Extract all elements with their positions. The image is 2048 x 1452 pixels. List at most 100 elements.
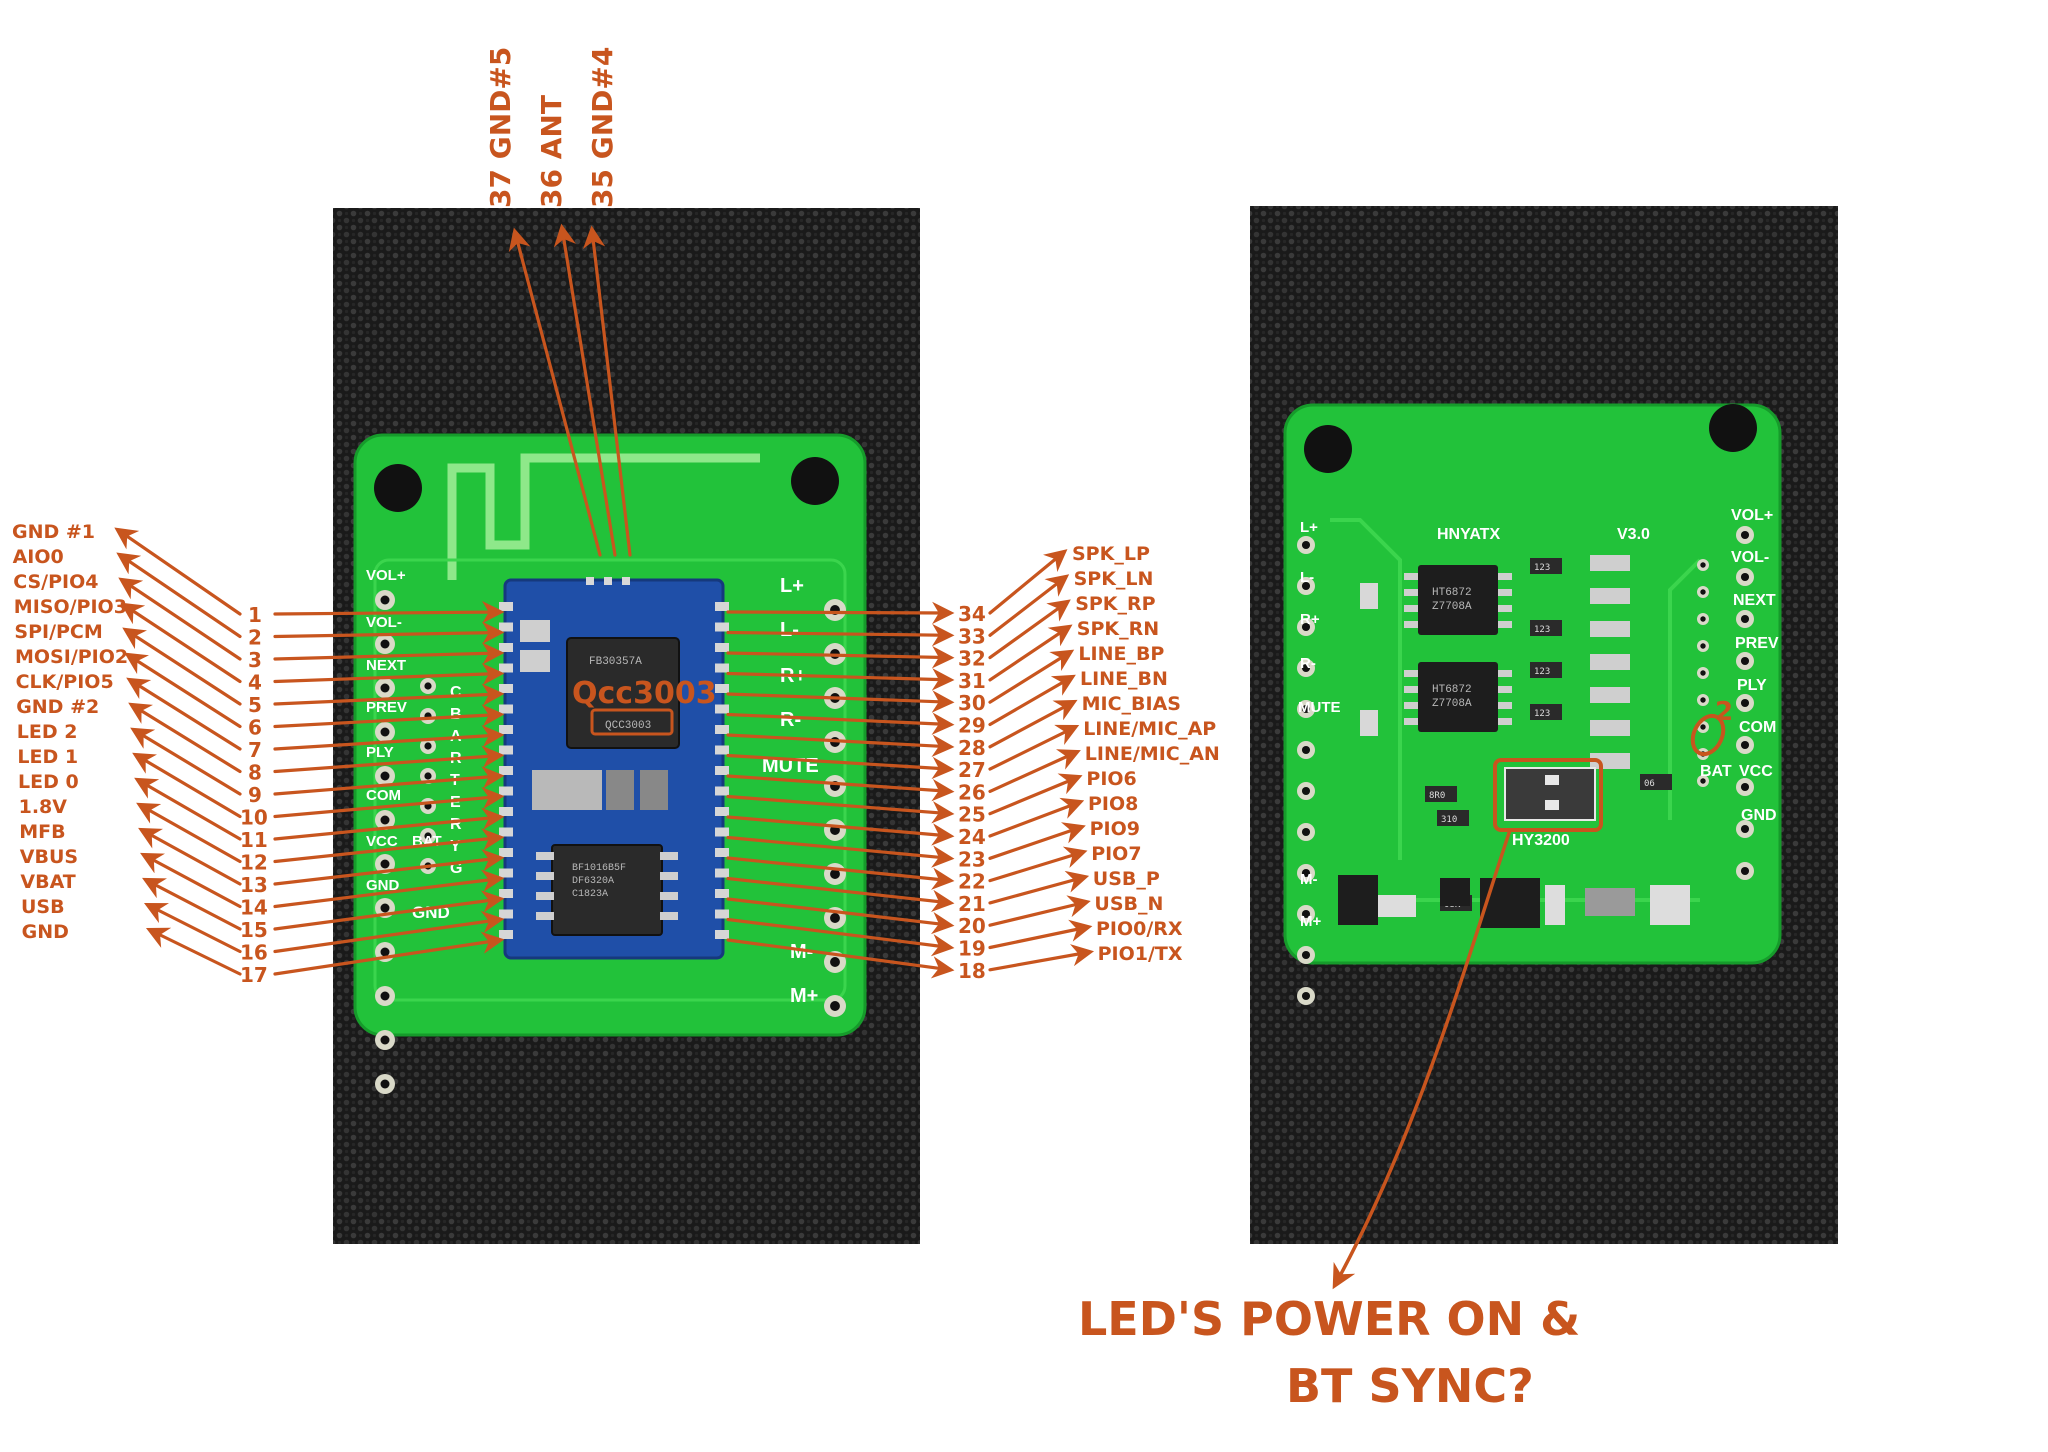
anno-right-number: 30 (958, 691, 986, 715)
anno-right-number: 28 (958, 736, 986, 760)
smd-marking: 123 (1534, 563, 1550, 573)
solder-pad-hole (1301, 786, 1311, 796)
solder-pad-hole (1740, 572, 1750, 582)
anno-left-label: GND #1 (12, 521, 95, 543)
anno-circle-number: 2 (1715, 697, 1733, 727)
solder-pad-hole (1740, 740, 1750, 750)
anno-arrow-right-pin (726, 623, 955, 647)
anno-arrow-right-label (988, 797, 1085, 838)
silk-back-right-3: PREV (1735, 635, 1779, 652)
silk-back-right-1: VOL- (1731, 549, 1769, 566)
anno-right-label: SPK_LN (1074, 568, 1154, 590)
anno-left-label: SPI/PCM (14, 621, 102, 643)
flash-chip (551, 844, 663, 936)
anno-left-number: 14 (240, 896, 268, 920)
solder-pad-hole (1700, 670, 1706, 676)
anno-right-number: 21 (958, 892, 986, 916)
chip-leg (660, 872, 678, 880)
smd-resistor (1437, 810, 1469, 826)
silk-back-left-1: L- (1300, 569, 1314, 586)
anno-arrow-right-label (988, 749, 1081, 794)
anno-arrow-right-pin (726, 856, 955, 890)
silk-back-left-0: L+ (1300, 519, 1318, 536)
anno-arrow-left-label (122, 627, 242, 706)
solder-pad-hole (380, 903, 390, 913)
module-castellation (715, 868, 729, 878)
solder-pad-hole (1700, 778, 1706, 784)
anno-arrow-right-label (988, 574, 1070, 637)
anno-right-label: SPK_RP (1075, 593, 1155, 615)
solder-pad-hole (1740, 698, 1750, 708)
chip-leg (1498, 621, 1512, 628)
side-letter: Y (450, 838, 461, 855)
anno-arrow-right-label (988, 919, 1093, 950)
anno-arrow-left-pin (273, 621, 505, 645)
anno-arrow-left-label (144, 902, 242, 954)
anno-arrow-left-label (128, 702, 242, 774)
anno-bottom-line1: LED'S POWER ON & (1078, 1292, 1580, 1346)
solder-pad-hole (1301, 950, 1311, 960)
mount-hole-icon (1709, 404, 1757, 452)
smd-marking: 123 (1534, 667, 1550, 677)
chip-leg (1498, 702, 1512, 709)
solder-pad-hole (1740, 530, 1750, 540)
module-castellation (715, 622, 729, 632)
anno-arrow-right-pin (726, 601, 955, 625)
module-castellation (715, 848, 729, 857)
solder-pad-hole (830, 1001, 840, 1011)
anno-left-number: 11 (240, 828, 268, 852)
solder-pad-hole (380, 771, 390, 781)
smd-resistor (1640, 774, 1672, 790)
anno-arrow-right-pin (726, 876, 955, 913)
solder-pad-hole (1700, 643, 1706, 649)
solder-pad-hole (830, 957, 840, 967)
solder-pad-hole (424, 682, 432, 690)
silk-back-right-0: VOL+ (1731, 507, 1773, 524)
smd-capacitor (1590, 555, 1630, 571)
solder-pad-hole (380, 947, 390, 957)
solder-pad-hole (1700, 562, 1706, 568)
silk-front-left-0: VOL+ (366, 567, 406, 584)
annotation-arrows (114, 223, 1512, 1290)
module-castellation (715, 930, 729, 939)
anno-led-box (1493, 758, 1603, 832)
solder-pad-hole (380, 859, 390, 869)
silk-back-right-5: COM (1739, 719, 1776, 736)
anno-arrow-right-label (988, 624, 1073, 682)
qcc3003-chip (566, 637, 680, 749)
anno-right-number: 26 (958, 780, 986, 804)
silk-back-version: V3.0 (1617, 526, 1650, 543)
chip-leg (1498, 670, 1512, 677)
anno-left-label: USB (21, 896, 65, 918)
chip-part-number: QCC3003 (605, 720, 651, 732)
anno-right-label: PIO6 (1086, 768, 1136, 790)
amplifier-ic-1 (1418, 565, 1498, 635)
anno-right-label: MIC_BIAS (1082, 693, 1181, 715)
side-letter: B (450, 706, 462, 723)
anno-left-label: LED 0 (18, 771, 79, 793)
chip-leg (536, 912, 554, 920)
smd-resistor (1530, 704, 1562, 720)
anno-left-label: MISO/PIO3 (14, 596, 127, 618)
anno-left-label: CLK/PIO5 (16, 671, 114, 693)
module-castellation (715, 745, 729, 755)
smd-marking: 06 (1644, 779, 1655, 789)
solder-pad-hole (1301, 540, 1311, 550)
anno-left-number: 8 (248, 761, 262, 785)
chip-leg (1498, 573, 1512, 580)
anno-right-number: 34 (958, 602, 986, 626)
solder-pad-hole (1740, 614, 1750, 624)
silk-front-left-1: VOL- (366, 614, 402, 631)
anno-arrow-right-pin (726, 794, 955, 824)
anno-left-number: 2 (248, 626, 262, 650)
anno-arrow-right-pin (726, 938, 955, 979)
anno-left-number: 5 (248, 693, 262, 717)
silk-front-right-3: R- (780, 709, 801, 731)
anno-right-number: 19 (958, 937, 986, 961)
chip-leg (1404, 686, 1418, 693)
anno-right-label: USB_N (1094, 893, 1163, 915)
